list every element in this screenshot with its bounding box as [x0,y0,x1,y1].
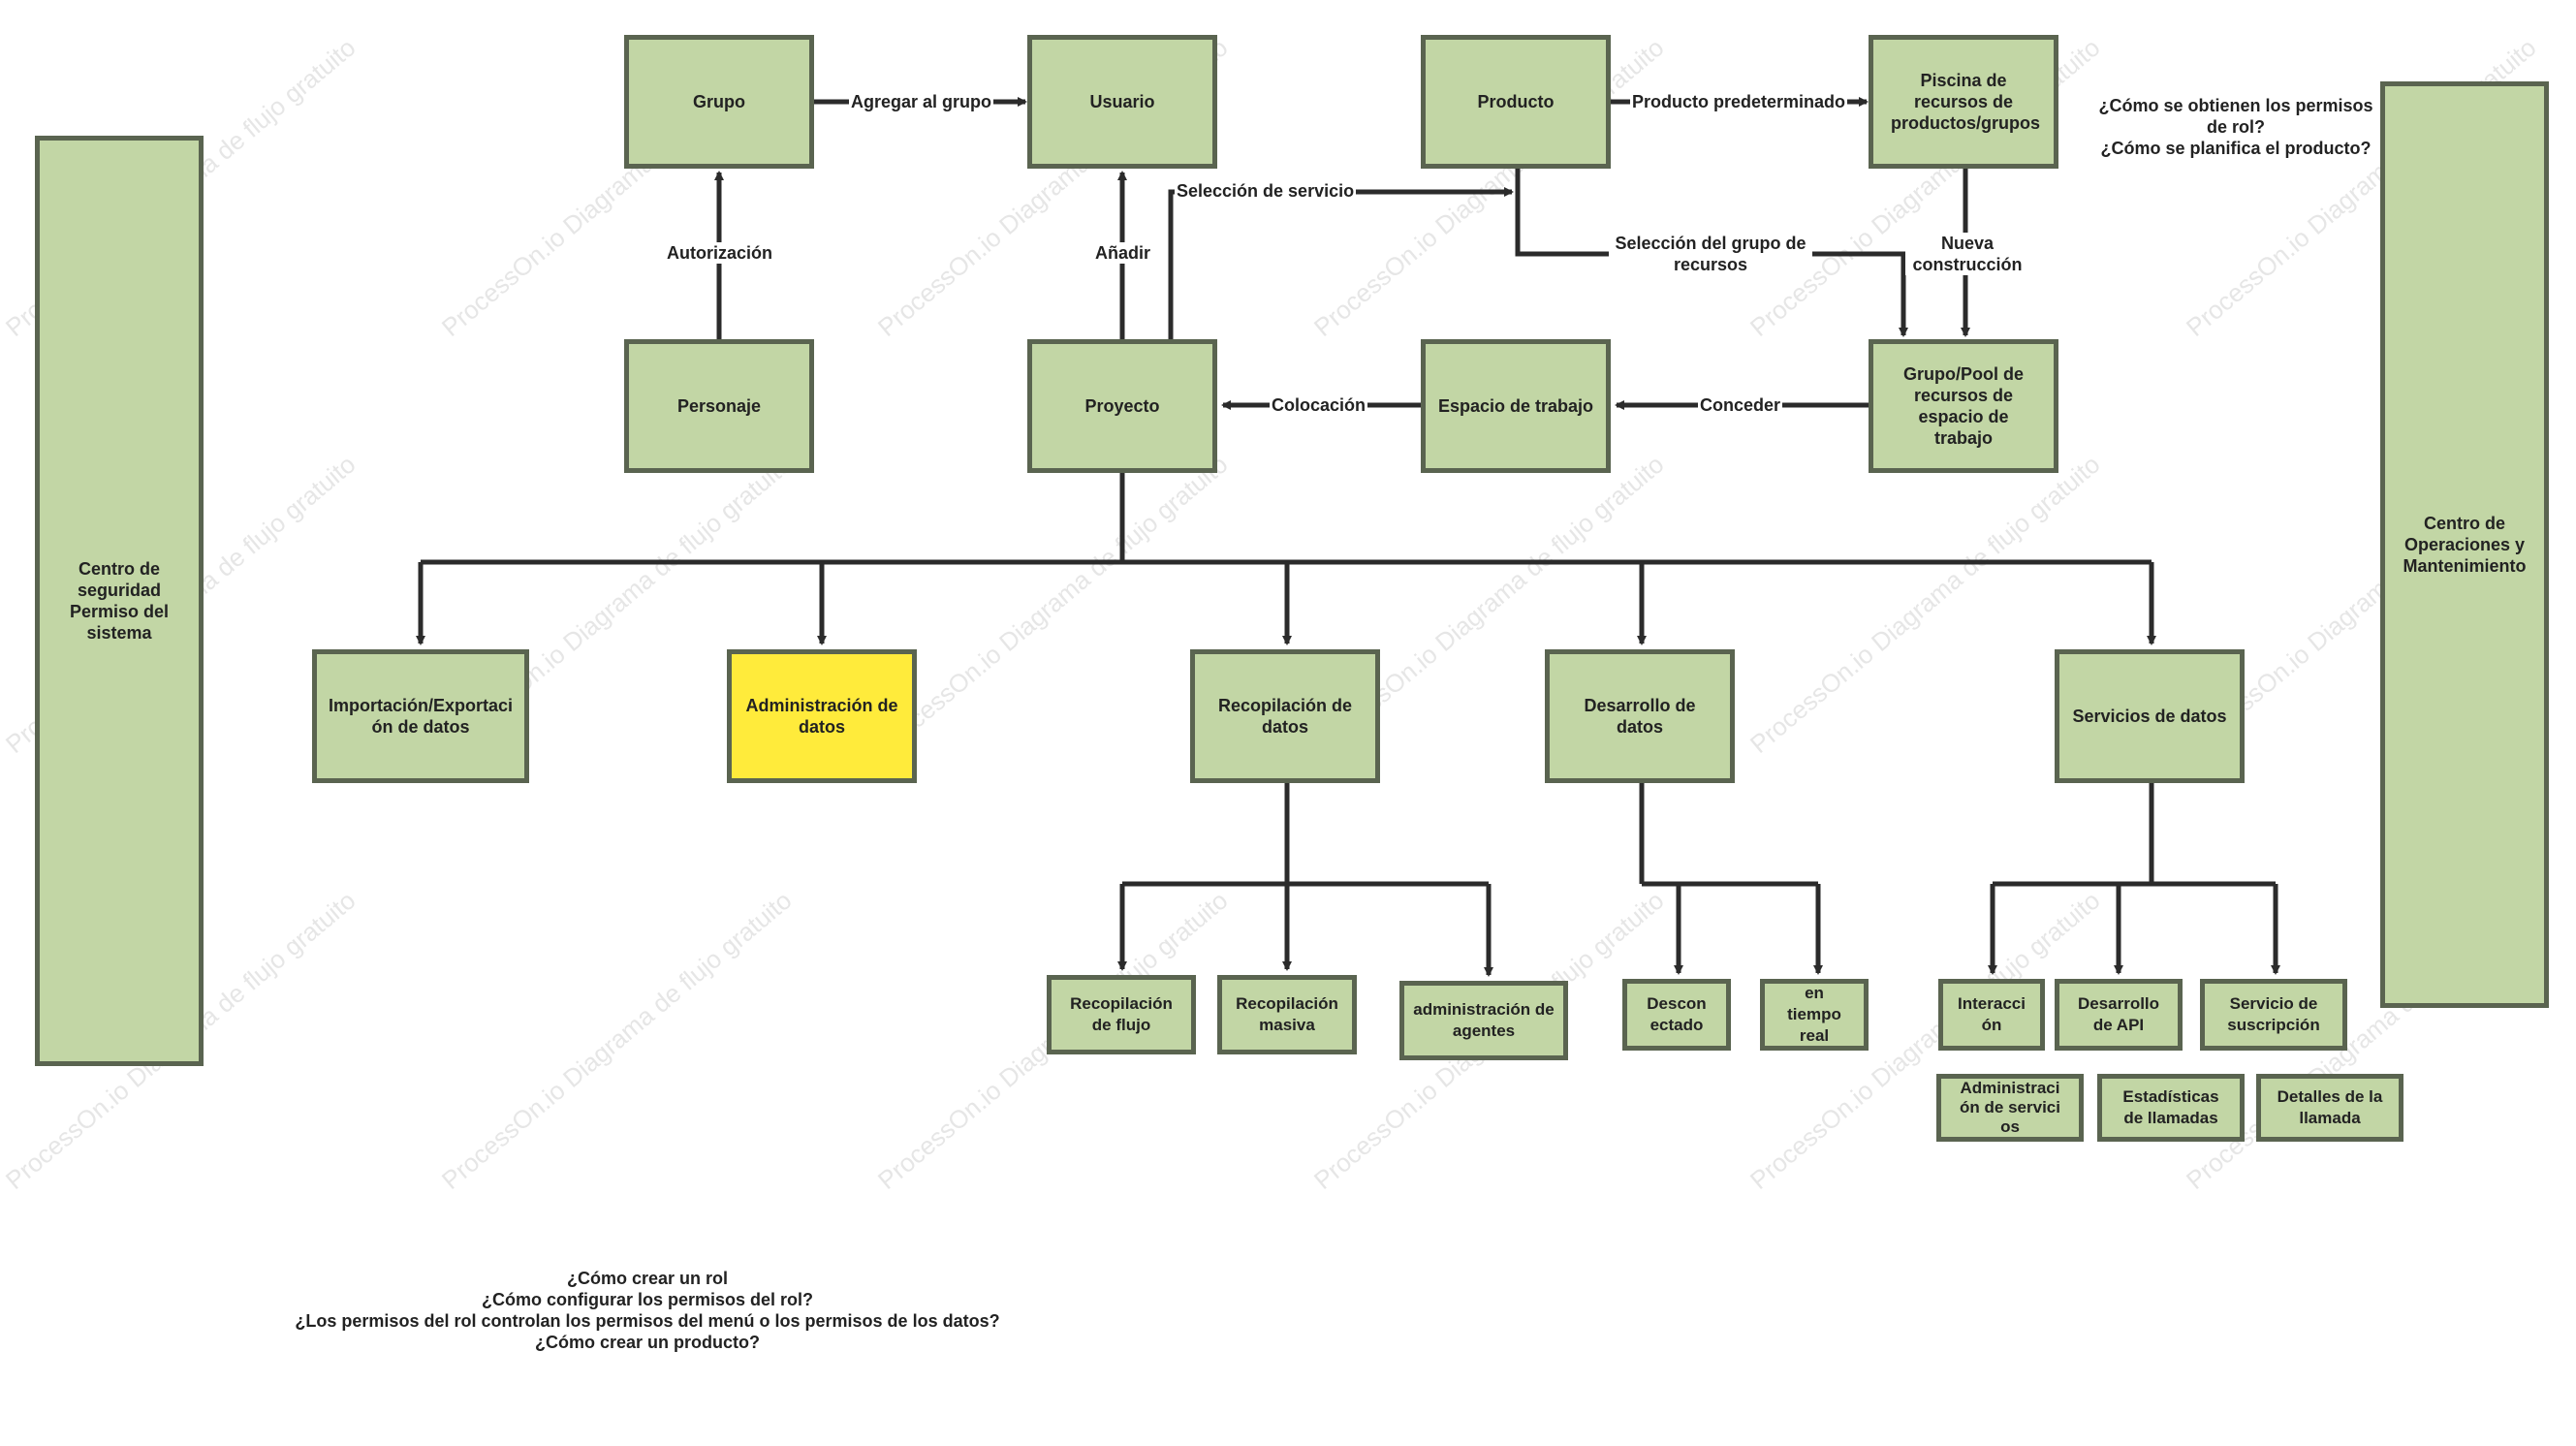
node-label: Recopilación de datos [1217,696,1353,737]
node-label: Personaje [676,396,762,416]
node-recopilacion-flujo[interactable]: Recopilación de flujo [1047,975,1196,1054]
node-label: Administración de datos [745,696,898,737]
edge-label-seleccion-grupo-recursos: Selección del grupo de recursos [1609,233,1812,275]
node-label: Servicio de suscripción [2227,994,2320,1034]
node-proyecto[interactable]: Proyecto [1027,339,1217,473]
node-label: Importación/Exportación de datos [328,696,514,737]
edge-label-producto-predeterminado: Producto predeterminado [1630,91,1848,112]
edge-label-anadir: Añadir [1093,242,1153,264]
node-producto[interactable]: Producto [1421,35,1611,169]
node-label: Piscina de recursos de productos/grupos [1891,71,2040,133]
node-label: Proyecto [1084,396,1160,416]
node-label: Administración de servicios [1960,1079,2060,1136]
node-label: Desconectado [1647,994,1707,1034]
node-grupo[interactable]: Grupo [624,35,814,169]
node-importacion[interactable]: Importación/Exportación de datos [312,649,529,783]
note-bottom: ¿Cómo crear un rol ¿Cómo configurar los … [295,1269,1000,1352]
node-administracion-servicios[interactable]: Administración de servicios [1936,1074,2084,1142]
edge-label-autorizacion: Autorización [665,242,775,264]
node-label: Usuario [1089,92,1155,111]
edge-label-agregar-grupo: Agregar al grupo [849,91,994,112]
node-label: Grupo [693,92,745,111]
edge-proyecto-producto [1168,187,1514,341]
node-desarrollo-api[interactable]: Desarrollo de API [2055,979,2183,1051]
node-estadisticas-llamadas[interactable]: Estadísticas de llamadas [2097,1074,2245,1142]
node-label: Producto [1477,92,1555,111]
node-personaje[interactable]: Personaje [624,339,814,473]
node-label: Desarrollo de API [2077,994,2160,1034]
note-top-right: ¿Cómo se obtienen los permisos de rol? ¿… [2098,96,2373,158]
edge-label-seleccion-servicio: Selección de servicio [1175,180,1357,202]
edge-label-nueva-construccion: Nueva construcción [1905,233,2029,275]
node-administracion-agentes[interactable]: administración de agentes [1399,981,1568,1060]
node-piscina[interactable]: Piscina de recursos de productos/grupos [1869,35,2058,169]
node-centro-seguridad[interactable]: Centro de seguridad Permiso del sistema [35,136,204,1066]
node-tiempo-real[interactable]: en tiempo real [1760,979,1869,1051]
node-usuario[interactable]: Usuario [1027,35,1217,169]
node-label: Espacio de trabajo [1437,396,1594,416]
node-interaccion[interactable]: Interacción [1938,979,2045,1051]
node-servicios-datos[interactable]: Servicios de datos [2055,649,2245,783]
node-label: Recopilación de flujo [1070,994,1173,1034]
node-label: Servicios de datos [2072,707,2227,726]
node-centro-operaciones[interactable]: Centro de Operaciones y Mantenimiento [2380,81,2549,1008]
node-label: Centro de Operaciones y Mantenimiento [2403,514,2527,576]
node-label: Detalles de la llamada [2277,1087,2383,1127]
node-label: Interacción [1958,994,2026,1034]
node-detalles-llamada[interactable]: Detalles de la llamada [2256,1074,2403,1142]
node-label: en tiempo real [1787,984,1841,1045]
node-label: Centro de seguridad Permiso del sistema [69,559,170,643]
node-label: Grupo/Pool de recursos de espacio de tra… [1903,364,2024,448]
node-label: administración de agentes [1413,1000,1555,1040]
node-label: Recopilación masiva [1236,994,1338,1034]
node-administracion-datos[interactable]: Administración de datos [727,649,917,783]
node-recopilacion-datos[interactable]: Recopilación de datos [1190,649,1380,783]
node-label: Estadísticas de llamadas [2122,1087,2219,1127]
node-grupo-pool[interactable]: Grupo/Pool de recursos de espacio de tra… [1869,339,2058,473]
node-desconectado[interactable]: Desconectado [1622,979,1731,1051]
node-espacio-trabajo[interactable]: Espacio de trabajo [1421,339,1611,473]
node-servicio-suscripcion[interactable]: Servicio de suscripción [2200,979,2347,1051]
node-label: Desarrollo de datos [1584,696,1696,737]
node-desarrollo-datos[interactable]: Desarrollo de datos [1545,649,1735,783]
edge-label-conceder: Conceder [1698,394,1783,416]
node-recopilacion-masiva[interactable]: Recopilación masiva [1217,975,1357,1054]
edge-label-colocacion: Colocación [1270,394,1368,416]
